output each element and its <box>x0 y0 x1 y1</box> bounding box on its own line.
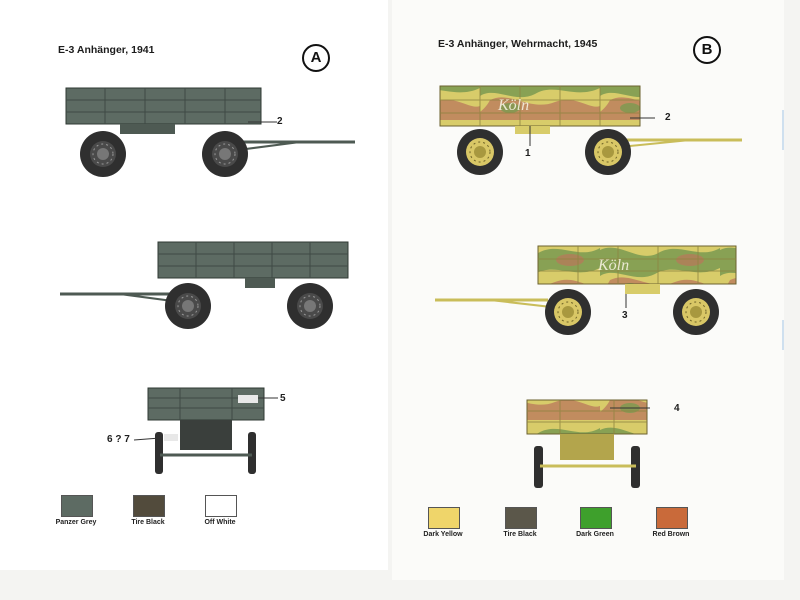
swatch-a-1 <box>133 495 165 517</box>
swatch-b-0 <box>428 507 460 529</box>
trailer-b-side-2: Köln <box>435 245 737 336</box>
decal-text-b2: Köln <box>597 257 629 274</box>
callout-b-3: 3 <box>622 310 628 321</box>
swatch-b-3 <box>656 507 688 529</box>
swatch-a-2 <box>205 495 237 517</box>
panel-b-title: E-3 Anhänger, Wehrmacht, 1945 <box>438 38 598 50</box>
trailer-a-side-2 <box>60 241 349 330</box>
callout-a-5: 5 <box>280 393 286 404</box>
swatch-b-1-label: Tire Black <box>503 531 537 538</box>
panel-a-title: E-3 Anhänger, 1941 <box>58 44 155 56</box>
callout-b-4: 4 <box>674 403 680 414</box>
swatch-b-3-label: Red Brown <box>652 531 690 538</box>
decal-text-b1: Köln <box>497 97 529 114</box>
panel-b-badge: B <box>693 36 721 64</box>
swatch-a-0-label: Panzer Grey <box>55 519 97 526</box>
swatch-b-2 <box>580 507 612 529</box>
swatch-b-0-label: Dark Yellow <box>423 531 463 538</box>
swatch-a-1-label: Tire Black <box>131 519 165 526</box>
swatch-a-0 <box>61 495 93 517</box>
swatch-b-1 <box>505 507 537 529</box>
scan-edge-line <box>782 110 784 150</box>
trailer-b-rear <box>526 399 650 488</box>
trailer-a-side-1 <box>65 87 355 178</box>
swatch-b-2-label: Dark Green <box>576 531 614 538</box>
callout-b-2: 2 <box>665 112 671 123</box>
trailer-a-rear <box>147 387 265 474</box>
panel-a-badge: A <box>302 44 330 72</box>
scan-edge-line <box>782 320 784 350</box>
callout-a-6-7: 6 ? 7 <box>107 434 130 445</box>
callout-a-2: 2 <box>277 116 283 127</box>
trailer-b-side-1: Köln <box>439 85 742 176</box>
callout-b-1: 1 <box>525 148 531 159</box>
swatch-a-2-label: Off White <box>204 519 236 526</box>
